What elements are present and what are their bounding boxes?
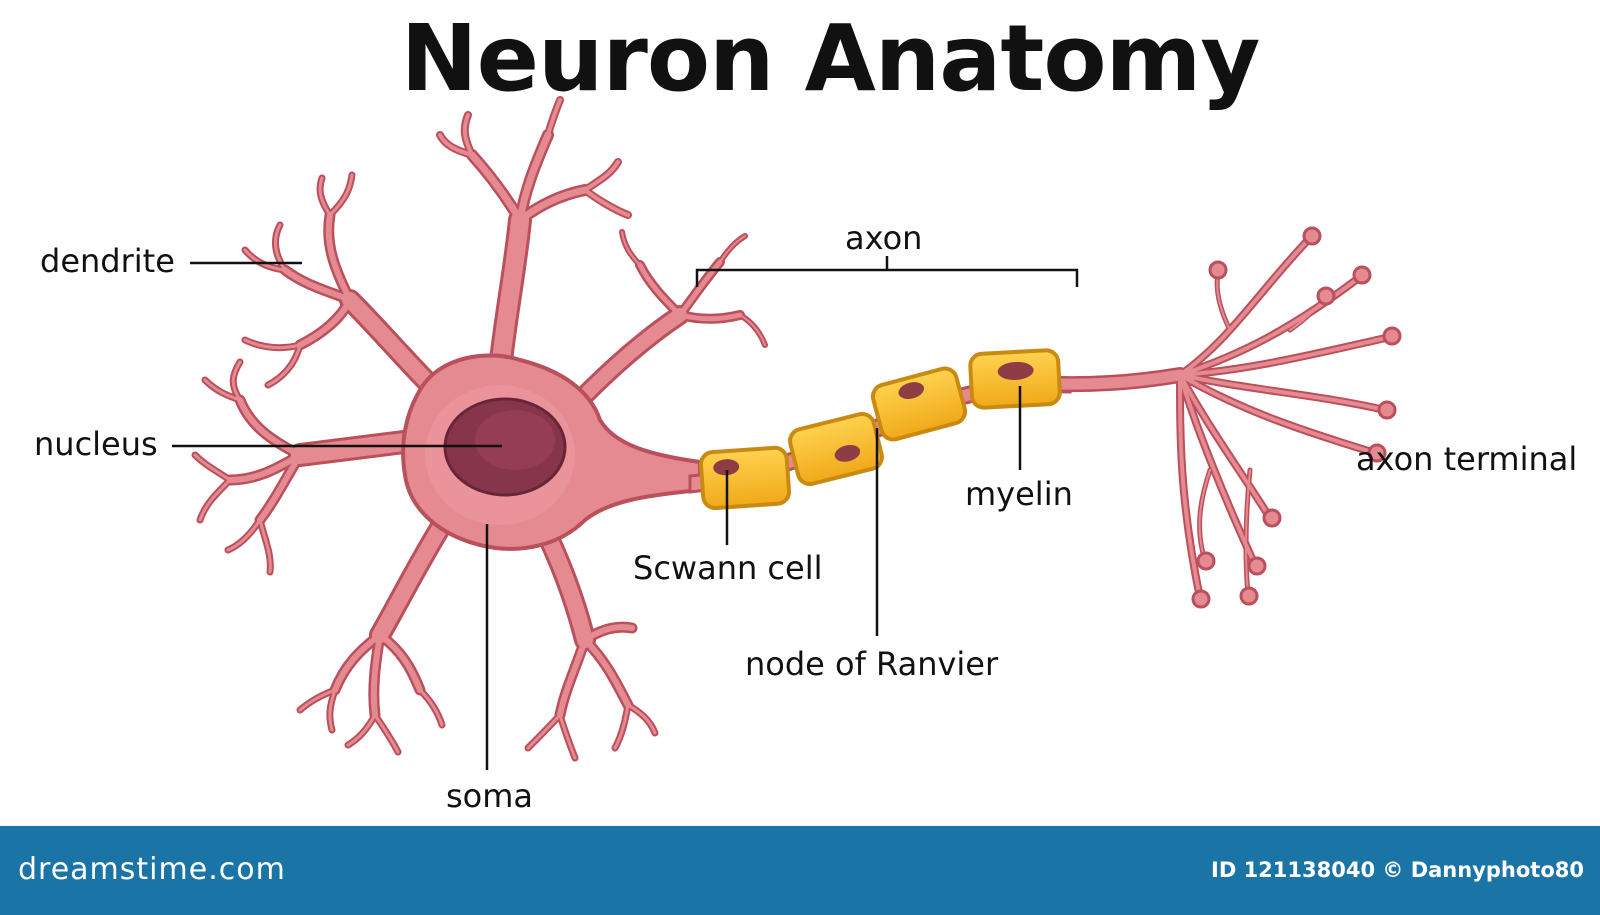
footer-site-logo: dreamstime.com: [18, 852, 286, 887]
footer-id-credit: ID 121138040 © Dannyphoto80: [1211, 858, 1584, 882]
axon-terminal-branches: [1052, 226, 1402, 609]
nucleus-label: nucleus: [34, 425, 158, 463]
myelin-segment: [870, 366, 968, 442]
node-of-ranvier-label: node of Ranvier: [745, 645, 999, 683]
myelin-segment: [968, 348, 1062, 410]
myelin-segment: [788, 411, 884, 487]
axon-label: axon: [845, 219, 923, 257]
leader-lines: [172, 256, 1079, 770]
page-title: Neuron Anatomy: [400, 5, 1261, 112]
myelin-label: myelin: [965, 475, 1073, 513]
myelin-sheath: [698, 348, 1062, 511]
dendrite-label: dendrite: [40, 242, 175, 280]
schwann-cell-label: Scwann cell: [633, 549, 823, 587]
soma-label: soma: [446, 777, 534, 815]
watermark-footer: dreamstime.com ID 121138040 © Dannyphoto…: [0, 826, 1600, 915]
terminal-buttons: [1191, 226, 1402, 609]
axon-bracket: [695, 256, 1079, 287]
myelin-segment: [698, 445, 792, 511]
axon-terminal-label: axon terminal: [1356, 440, 1578, 478]
neuron-illustration: [172, 96, 1402, 770]
